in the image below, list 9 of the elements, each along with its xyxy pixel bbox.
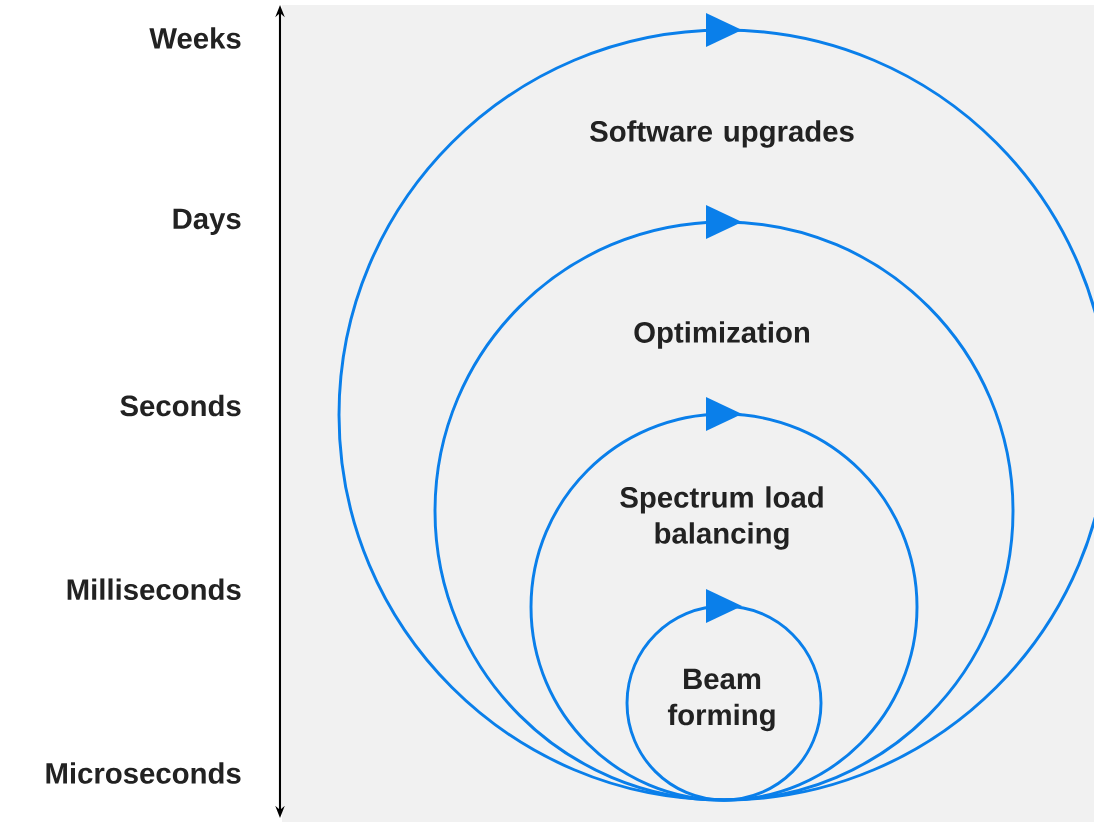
circle-label: Software upgrades <box>590 120 854 148</box>
circle-label: Beam forming <box>667 668 775 732</box>
axis-label: Weeks <box>149 27 241 49</box>
axis-label: Seconds <box>120 394 241 417</box>
circle-label: Optimization <box>634 321 809 349</box>
axis-label: Microseconds <box>46 762 241 784</box>
axis-label: Milliseconds <box>67 578 241 600</box>
axis-label: Days <box>173 208 241 235</box>
circle-label: Spectrum load balancing <box>620 486 823 550</box>
